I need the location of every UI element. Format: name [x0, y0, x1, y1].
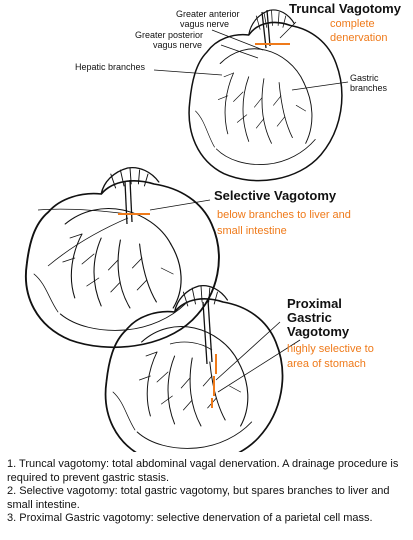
- anterior-vagus-label-line-2: vagus nerve: [180, 19, 230, 29]
- posterior-vagus-label-line-1: Greater posterior: [135, 30, 204, 40]
- legend-item-selective: 2. Selective vagotomy: total gastric vag…: [7, 485, 390, 511]
- vagotomy-diagram: Truncal Vagotomy complete denervation Gr…: [24, 1, 401, 467]
- proximal-vagus-trunk: [202, 299, 213, 365]
- proximal-note-line-2: area of stomach: [287, 358, 366, 370]
- proximal-branches: [169, 321, 301, 393]
- proximal-stomach-drawing: [104, 284, 284, 467]
- procedure-legend: 1. Truncal vagotomy: total abdominal vag…: [7, 458, 409, 526]
- anterior-vagus-label-line-1: Greater anterior: [176, 9, 240, 19]
- selective-branches: [37, 199, 211, 267]
- proximal-heading-line-2: Gastric: [287, 310, 332, 325]
- selective-stomach-drawing: [24, 166, 220, 349]
- stomach-illustrations: [24, 9, 349, 467]
- proximal-heading-line-3: Vagotomy: [287, 324, 350, 339]
- legend-item-proximal: 3. Proximal Gastric vagotomy: selective …: [7, 512, 373, 524]
- selective-vagus-trunk: [124, 179, 133, 225]
- gastric-branches-label-line-2: branches: [350, 83, 388, 93]
- truncal-stomach-drawing: [188, 9, 343, 182]
- truncal-vagus-trunk: [261, 9, 271, 49]
- proximal-cut-marks: [211, 354, 217, 408]
- truncal-note-line-1: complete: [330, 18, 375, 30]
- truncal-leader-lines: [153, 21, 349, 91]
- proximal-note-line-1: highly selective to: [287, 343, 374, 355]
- posterior-vagus-label-line-2: vagus nerve: [153, 40, 203, 50]
- selective-note-line-1: below branches to liver and: [217, 209, 351, 221]
- gastric-branches-label-line-1: Gastric: [350, 73, 379, 83]
- truncal-note-line-2: denervation: [330, 32, 388, 44]
- legend-item-truncal: 1. Truncal vagotomy: total abdominal vag…: [7, 458, 399, 484]
- selective-heading: Selective Vagotomy: [214, 188, 337, 203]
- selective-note-line-2: small intestine: [217, 225, 287, 237]
- hepatic-branches-label: Hepatic branches: [75, 62, 146, 72]
- truncal-heading: Truncal Vagotomy: [289, 1, 401, 16]
- proximal-heading-line-1: Proximal: [287, 296, 342, 311]
